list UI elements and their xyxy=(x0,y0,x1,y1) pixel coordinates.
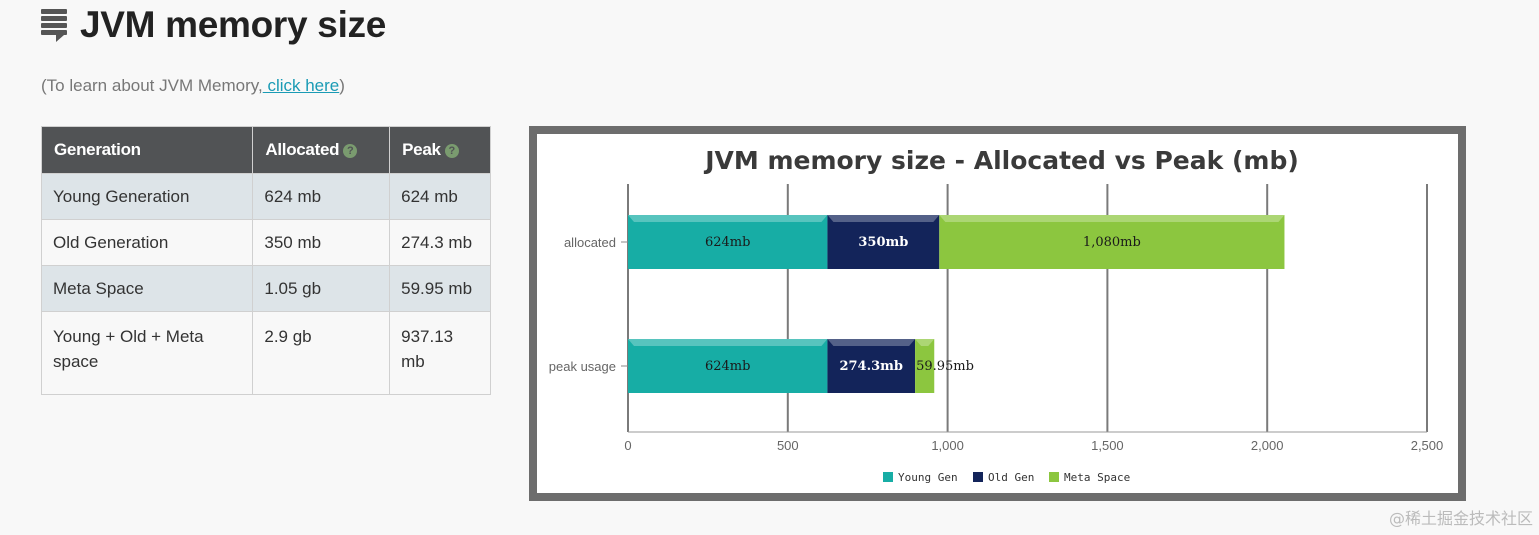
page-title: JVM memory size xyxy=(80,4,387,45)
table-cell: 350 mb xyxy=(252,219,391,266)
data-label: 350mb xyxy=(858,235,908,250)
table-cell: 274.3 mb xyxy=(389,219,491,266)
page-heading: JVM memory size xyxy=(40,4,386,46)
bar xyxy=(939,215,1285,269)
bar-highlight xyxy=(939,215,1285,222)
table-row: Young Generation 624 mb 624 mb xyxy=(40,173,491,220)
bar xyxy=(827,215,940,269)
x-tick-label: 500 xyxy=(777,438,799,453)
x-tick-label: 2,000 xyxy=(1251,438,1284,453)
table-cell: Old Generation xyxy=(40,219,254,266)
bar-highlight xyxy=(915,339,935,346)
bar-highlight xyxy=(827,215,940,222)
table-cell: Meta Space xyxy=(40,265,254,312)
header-generation: Generation xyxy=(40,126,254,174)
header-peak: Peak? xyxy=(389,126,491,174)
help-icon[interactable]: ? xyxy=(343,144,358,158)
bar-highlight xyxy=(827,339,916,346)
memory-table: Generation Allocated? Peak? Young Genera… xyxy=(40,126,491,395)
learn-more-suffix: ) xyxy=(339,76,345,95)
category-label: peak usage xyxy=(549,359,616,374)
x-tick-label: 1,000 xyxy=(931,438,964,453)
header-allocated: Allocated? xyxy=(252,126,391,174)
learn-more-text: (To learn about JVM Memory, click here) xyxy=(41,76,345,96)
legend-label: Meta Space xyxy=(1064,471,1130,484)
table-header-row: Generation Allocated? Peak? xyxy=(40,126,491,174)
table-cell: 2.9 gb xyxy=(252,311,391,395)
legend-label: Old Gen xyxy=(988,471,1034,484)
legend-label: Young Gen xyxy=(898,471,958,484)
memory-chart: JVM memory size - Allocated vs Peak (mb)… xyxy=(549,146,1444,484)
table-cell: 59.95 mb xyxy=(389,265,491,312)
table-cell: 1.05 gb xyxy=(252,265,391,312)
table-cell: Young + Old + Meta space xyxy=(40,311,254,395)
table-row: Meta Space 1.05 gb 59.95 mb xyxy=(40,265,491,312)
help-icon[interactable]: ? xyxy=(444,144,459,158)
table-cell: 624 mb xyxy=(252,173,391,220)
watermark: @稀土掘金技术社区 xyxy=(1388,509,1533,528)
legend-swatch xyxy=(1049,472,1059,482)
x-tick-label: 2,500 xyxy=(1411,438,1444,453)
bar xyxy=(628,215,828,269)
bar xyxy=(915,339,935,393)
data-label: 624mb xyxy=(705,359,750,374)
data-label: 624mb xyxy=(705,235,750,250)
data-label: 274.3mb xyxy=(839,359,903,374)
table-row: Old Generation 350 mb 274.3 mb xyxy=(40,219,491,266)
category-label: allocated xyxy=(564,235,616,250)
legend-swatch xyxy=(883,472,893,482)
chart-title: JVM memory size - Allocated vs Peak (mb) xyxy=(703,146,1299,175)
learn-more-prefix: (To learn about JVM Memory, xyxy=(41,76,263,95)
legend-swatch xyxy=(973,472,983,482)
x-tick-label: 0 xyxy=(624,438,631,453)
database-icon xyxy=(41,9,67,42)
memory-chart-panel: JVM memory size - Allocated vs Peak (mb)… xyxy=(529,126,1466,501)
bar-highlight xyxy=(628,215,828,222)
table-cell: 937.13 mb xyxy=(389,311,491,395)
data-label: 1,080mb xyxy=(1083,235,1141,250)
x-tick-label: 1,500 xyxy=(1091,438,1124,453)
bar xyxy=(827,339,916,393)
bar-highlight xyxy=(628,339,828,346)
table-cell: Young Generation xyxy=(40,173,254,220)
data-label: 59.95mb xyxy=(916,359,974,374)
table-row: Young + Old + Meta space 2.9 gb 937.13 m… xyxy=(40,311,491,395)
table-cell: 624 mb xyxy=(389,173,491,220)
bar xyxy=(628,339,828,393)
click-here-link[interactable]: click here xyxy=(262,76,340,95)
